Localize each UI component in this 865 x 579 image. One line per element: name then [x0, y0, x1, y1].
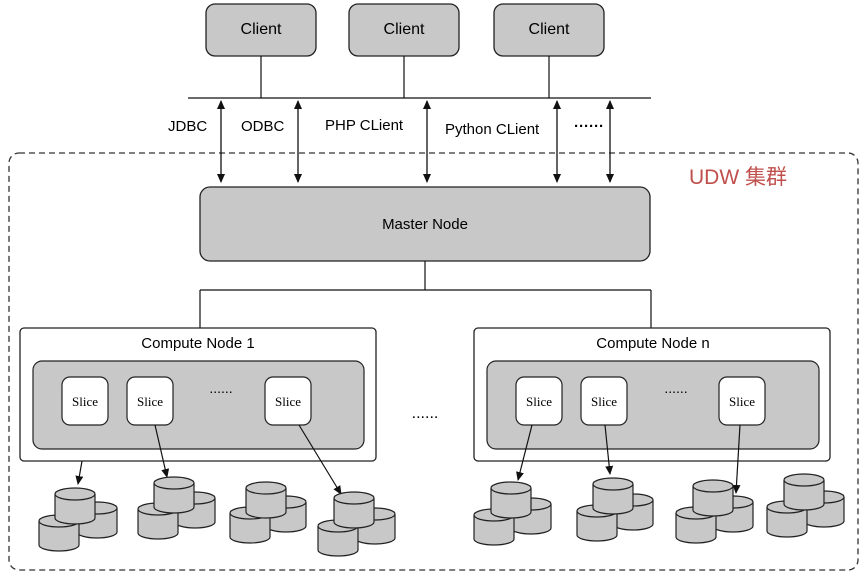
client-box: Client: [493, 3, 605, 57]
client-label: Client: [384, 21, 425, 38]
storage-disk-group: [473, 481, 552, 546]
client-box: Client: [348, 3, 460, 57]
compute-node: Compute Node 1 Slice Slice ...... Slice: [19, 327, 377, 462]
client-label: Client: [241, 21, 282, 38]
slice-box: [718, 376, 766, 426]
storage-disk-group: [38, 487, 118, 552]
master-node: Master Node: [199, 186, 651, 262]
protocol-label-more: ······: [574, 118, 604, 135]
cluster-boundary: [8, 152, 859, 571]
slice-box: [126, 376, 174, 426]
master-node-label: Master Node: [382, 216, 468, 233]
storage-disk-group: [576, 477, 654, 542]
slice-box: [264, 376, 312, 426]
cluster-label: UDW 集群: [689, 166, 787, 189]
storage-arrow: [516, 424, 533, 481]
protocol-label-php: PHP CLient: [325, 117, 404, 134]
slice-box: [61, 376, 109, 426]
compute-node-label: Compute Node n: [596, 335, 709, 352]
slice-label: Slice: [591, 394, 617, 409]
protocol-label-jdbc: JDBC: [168, 118, 207, 135]
slice-label: Slice: [137, 394, 163, 409]
slice-label: Slice: [729, 394, 755, 409]
storage-arrow: [298, 424, 342, 495]
storage-disk-group: [229, 481, 307, 544]
slice-label: Slice: [72, 394, 98, 409]
storage-disk-group: [317, 491, 396, 557]
storage-arrow: [75, 460, 84, 485]
storage-arrow: [154, 424, 170, 478]
compute-node: Compute Node n Slice Slice ...... Slice: [473, 327, 831, 462]
slice-box: [515, 376, 563, 426]
slice-ellipsis: ......: [664, 380, 687, 396]
storage-disk-group: [137, 476, 216, 540]
protocol-label-python: Python CLient: [445, 121, 540, 138]
storage-disk-group: [675, 479, 754, 544]
client-box: Client: [205, 3, 317, 57]
slice-label: Slice: [526, 394, 552, 409]
client-label: Client: [529, 21, 570, 38]
storage-arrow: [732, 424, 741, 494]
compute-node-label: Compute Node 1: [141, 335, 254, 352]
slice-ellipsis: ......: [209, 380, 232, 396]
slice-label: Slice: [275, 394, 301, 409]
storage-arrow: [604, 424, 614, 475]
protocol-label-odbc: ODBC: [241, 118, 285, 135]
compute-node-ellipsis: ......: [412, 405, 439, 422]
storage-disk-group: [766, 473, 845, 538]
slice-box: [580, 376, 628, 426]
